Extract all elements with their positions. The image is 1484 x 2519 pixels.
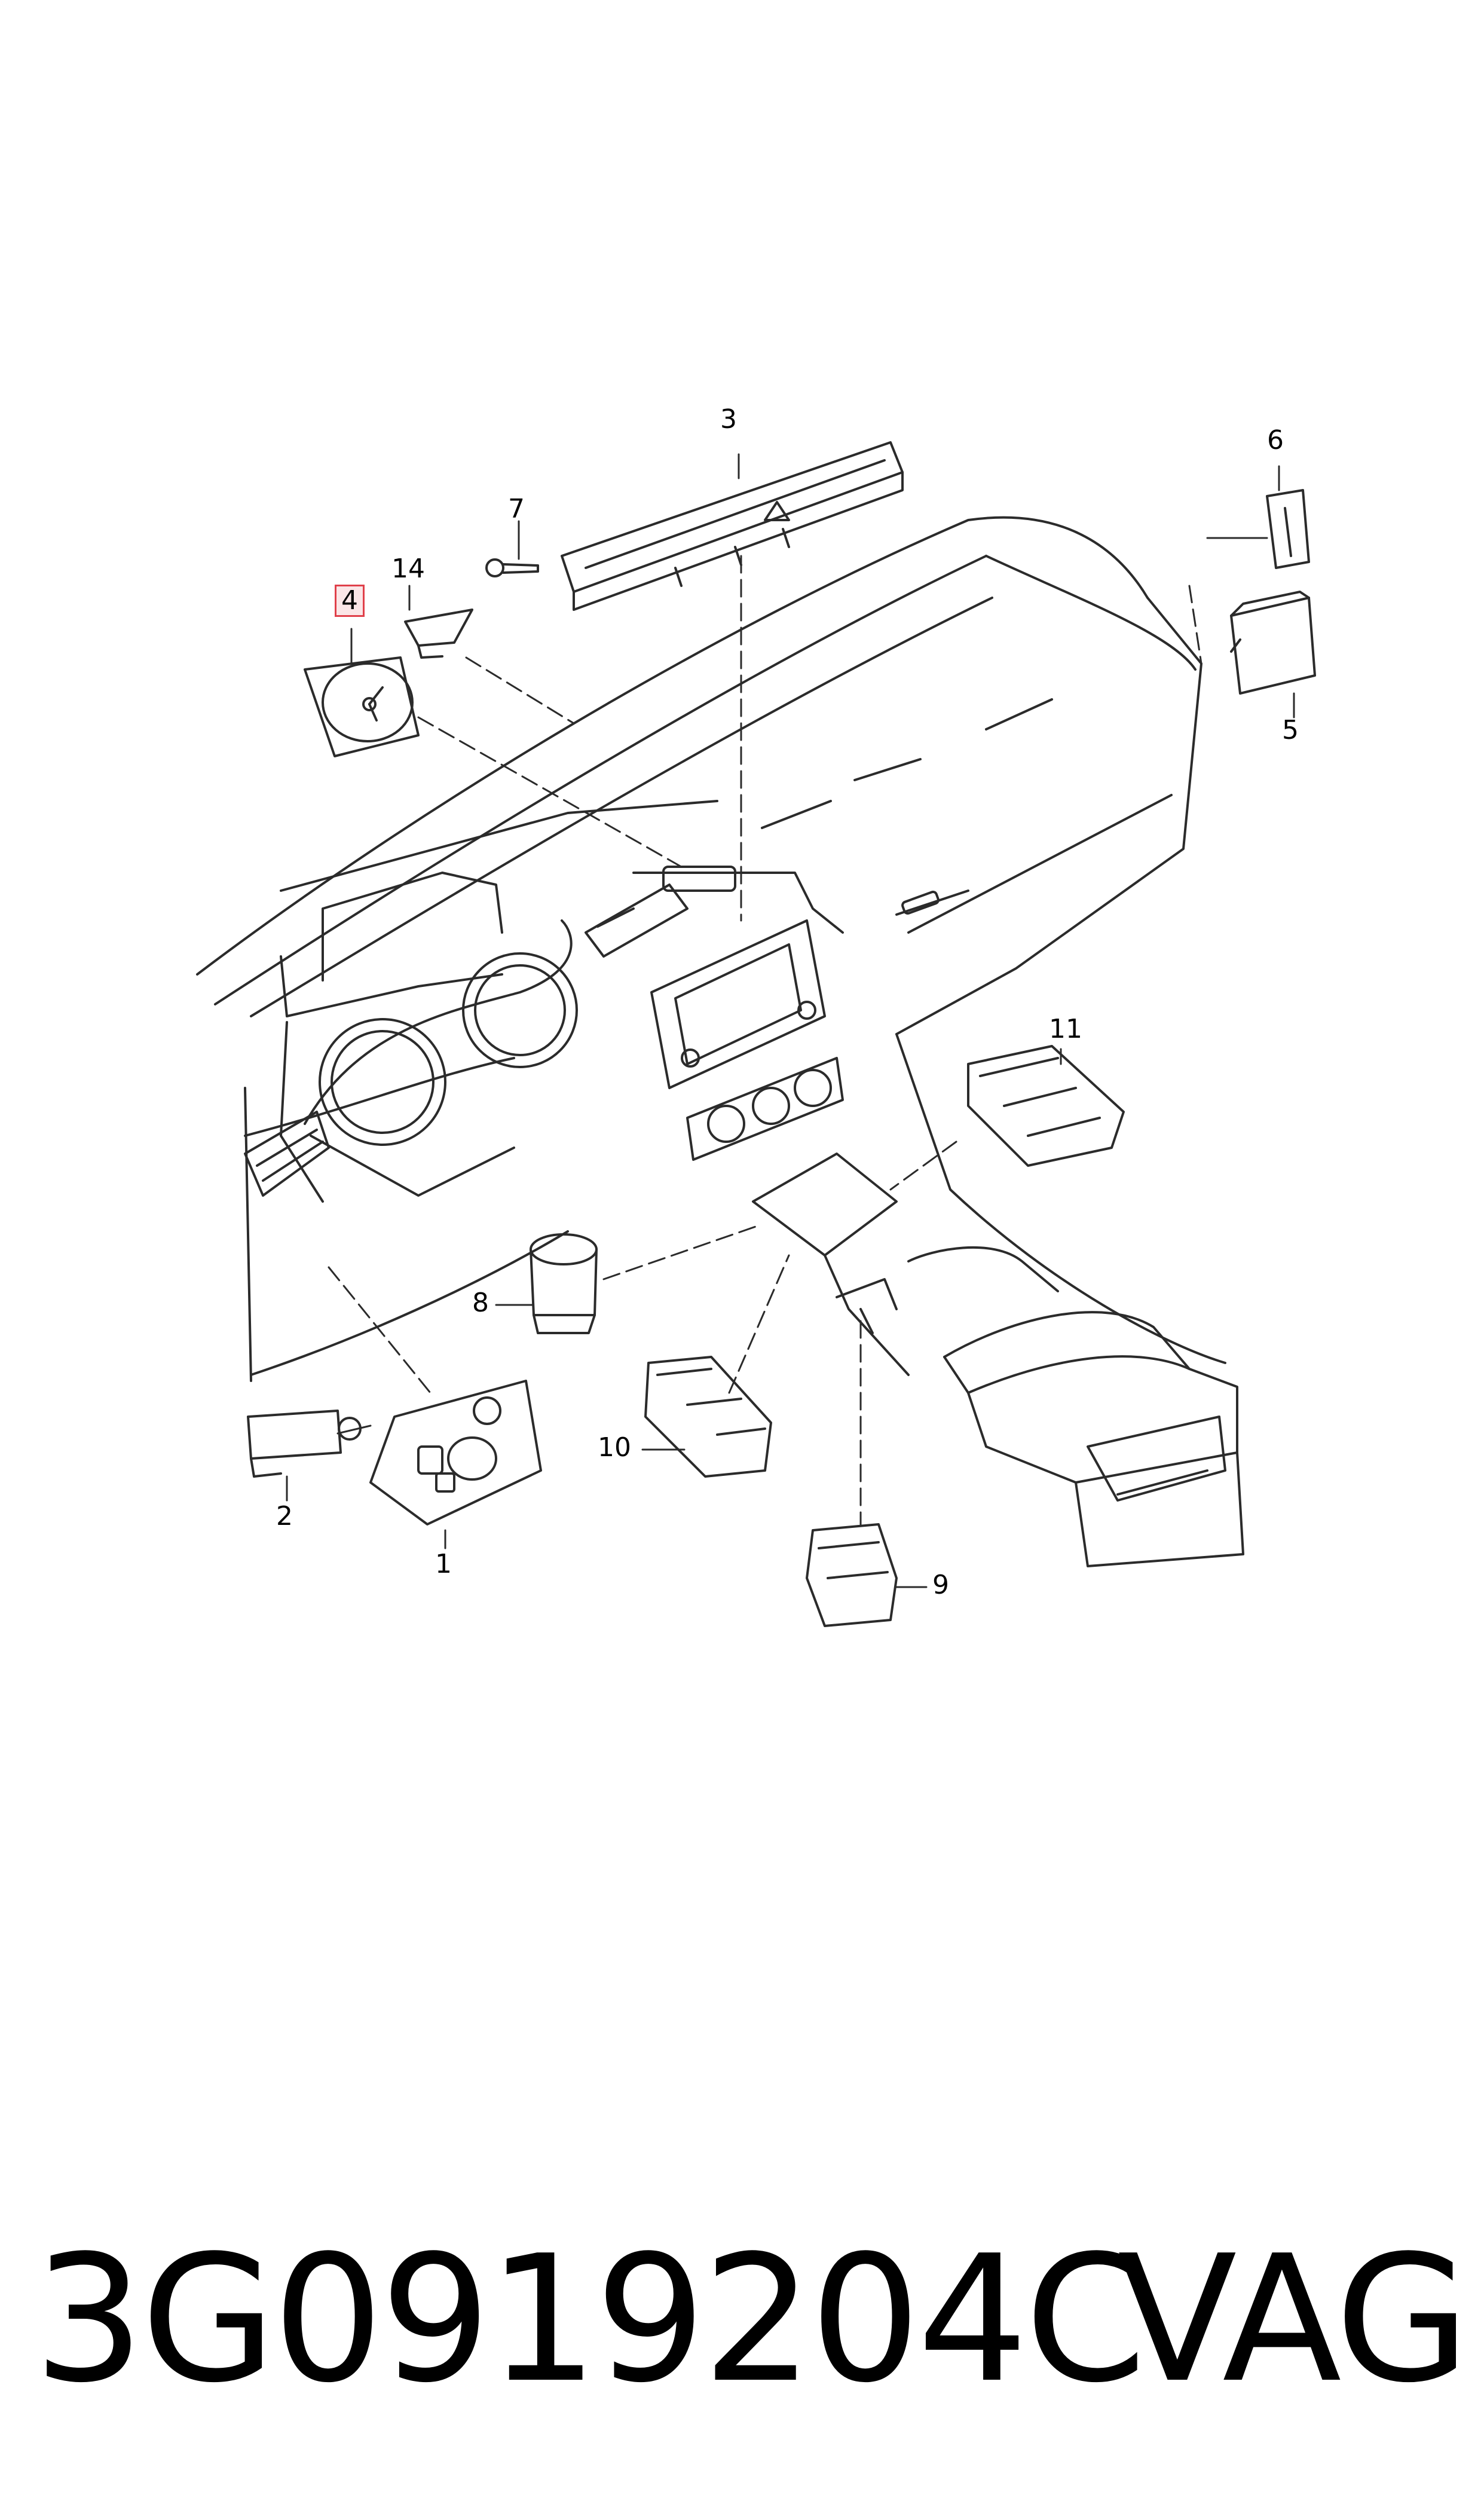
part-6-cover [1266, 489, 1310, 569]
part-1-light-switch [369, 1380, 542, 1526]
part-5-switch [1230, 591, 1316, 695]
part-9-switch [806, 1523, 898, 1627]
callout-7: 7 [508, 494, 525, 524]
part-8-start-button [530, 1233, 598, 1334]
part-4-clock [304, 656, 420, 757]
callout-3: 3 [720, 404, 737, 435]
center-vents [585, 698, 1053, 958]
part-11-window-switch [967, 1045, 1125, 1167]
part-number: 3G0919204C [33, 2218, 1146, 2421]
left-air-vent [244, 1111, 330, 1197]
callout-4: 4 [335, 585, 365, 617]
callout-11: 11 [1049, 1014, 1082, 1044]
instrument-cluster [304, 872, 578, 1197]
center-console [752, 1152, 1244, 1567]
callout-10: 10 [598, 1432, 631, 1463]
dashboard-outline [196, 516, 1226, 1382]
part-14-cover [404, 609, 473, 659]
callout-5: 5 [1282, 715, 1299, 745]
leader-solid-lines [286, 453, 1295, 1588]
leader-lines [328, 555, 1203, 1526]
callout-2: 2 [276, 1501, 293, 1531]
callout-6: 6 [1267, 425, 1284, 456]
part-2-sensor [247, 1410, 362, 1478]
part-3-switch-strip [561, 441, 904, 611]
callout-1: 1 [435, 1549, 452, 1579]
part-7-screw [485, 558, 539, 577]
brand-name: VAG [1118, 2218, 1470, 2421]
infotainment-unit [650, 919, 844, 1161]
part-10-switch-bank [644, 1356, 772, 1478]
callout-14: 14 [391, 554, 425, 584]
glovebox [901, 794, 1173, 934]
callout-8: 8 [472, 1288, 489, 1318]
callout-9: 9 [932, 1570, 949, 1600]
